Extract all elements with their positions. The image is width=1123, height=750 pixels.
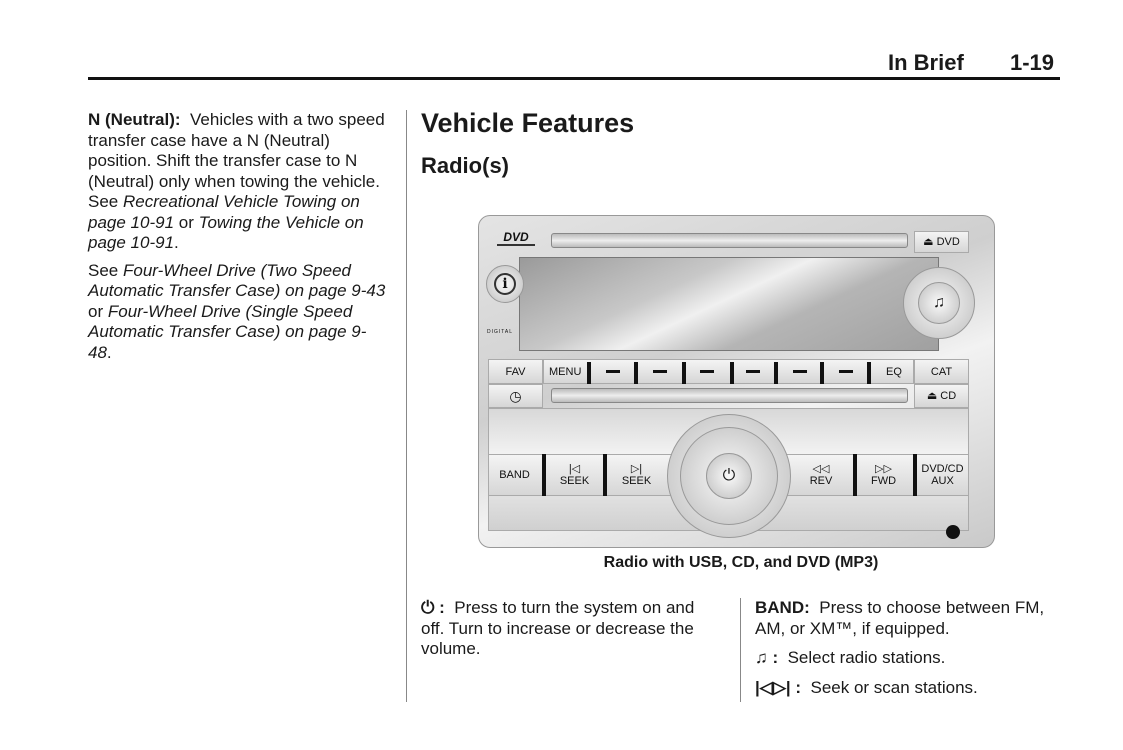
power-icon: ⏻ bbox=[706, 453, 752, 499]
seek-back-label: SEEK bbox=[559, 475, 590, 487]
rev-label: REV bbox=[809, 475, 833, 487]
divider bbox=[587, 362, 591, 384]
seek-forward-button[interactable]: ▷|SEEK bbox=[609, 454, 664, 496]
link-4wd-single-speed[interactable]: Four-Wheel Drive (Single Speed Automatic… bbox=[88, 301, 367, 362]
eject-dvd-button[interactable]: ⏏ DVD bbox=[914, 231, 969, 253]
divider bbox=[682, 362, 686, 384]
eject-icon: ⏏ bbox=[926, 390, 941, 402]
fav-button[interactable]: FAV bbox=[488, 359, 543, 384]
preset-2-button[interactable] bbox=[653, 370, 667, 373]
divider bbox=[603, 454, 607, 496]
link-towing-vehicle[interactable]: Towing the Vehicle on page 10-91 bbox=[88, 212, 364, 253]
neutral-text: Vehicles with a two speed transfer case … bbox=[88, 110, 385, 211]
divider bbox=[867, 362, 871, 384]
preset-5-button[interactable] bbox=[793, 370, 807, 373]
seek-back-icon: |◁ bbox=[568, 463, 581, 475]
dolby-logo: DIGITAL bbox=[486, 329, 514, 335]
cat-button[interactable]: CAT bbox=[914, 359, 969, 384]
divider bbox=[820, 362, 824, 384]
neutral-label: N (Neutral): bbox=[88, 110, 181, 129]
eject-dvd-label: DVD bbox=[936, 236, 960, 248]
eject-icon: ⏏ bbox=[923, 236, 937, 248]
column-divider bbox=[406, 110, 407, 702]
preset-3-button[interactable] bbox=[700, 370, 714, 373]
link-rv-towing[interactable]: Recreational Vehicle Towing on page 10-9… bbox=[88, 192, 360, 232]
seek-desc-text: Seek or scan stations. bbox=[810, 677, 978, 697]
clock-icon: ◷ bbox=[509, 388, 522, 404]
menu-button[interactable]: MENU bbox=[549, 365, 582, 378]
info-icon: i bbox=[494, 273, 516, 295]
tune-knob[interactable]: ♫ bbox=[903, 267, 975, 339]
left-column: N (Neutral): Vehicles with a two speed t… bbox=[88, 110, 386, 362]
divider bbox=[730, 362, 734, 384]
power-description: ⏻ : Press to turn the system on and off.… bbox=[421, 598, 721, 667]
page-number: 1-19 bbox=[1010, 50, 1055, 75]
seek-forward-icon: ▷| bbox=[630, 463, 643, 475]
or-text: or bbox=[178, 212, 194, 232]
clock-button[interactable]: ◷ bbox=[488, 384, 543, 408]
band-label: BAND: bbox=[755, 598, 810, 617]
fwd-button[interactable]: ▷▷FWD bbox=[856, 454, 911, 496]
knob-ring: ⏻ bbox=[680, 427, 778, 525]
seek-back-button[interactable]: |◁SEEK bbox=[548, 454, 601, 496]
aux-label: AUX bbox=[931, 475, 954, 487]
preset-6-button[interactable] bbox=[839, 370, 853, 373]
eject-cd-button[interactable]: ⏏ CD bbox=[914, 384, 969, 408]
section-title: In Brief bbox=[888, 50, 964, 75]
radio-illustration: DVD ⏏ DVD i DIGITAL ♫ FAV MENU EQ CAT ◷ … bbox=[478, 215, 995, 548]
fast-forward-icon: ▷▷ bbox=[875, 463, 892, 475]
figure-caption: Radio with USB, CD, and DVD (MP3) bbox=[603, 554, 879, 571]
fwd-label: FWD bbox=[870, 475, 897, 487]
controls-description: BAND: Press to choose between FM, AM, or… bbox=[755, 598, 1055, 705]
seek-icon: |◁▷| : bbox=[755, 677, 802, 697]
header-rule bbox=[88, 77, 1060, 80]
info-button[interactable]: i bbox=[486, 265, 524, 303]
eject-cd-label: CD bbox=[940, 390, 957, 402]
preset-bar: MENU bbox=[543, 359, 914, 384]
aux-jack bbox=[946, 525, 960, 539]
tune-desc-text: Select radio stations. bbox=[787, 648, 946, 667]
divider bbox=[853, 454, 857, 496]
link-4wd-two-speed[interactable]: Four-Wheel Drive (Two Speed Automatic Tr… bbox=[88, 260, 386, 301]
power-desc-text: Press to turn the system on and off. Tur… bbox=[421, 598, 695, 658]
band-button[interactable]: BAND bbox=[499, 469, 530, 481]
divider bbox=[542, 454, 546, 496]
divider bbox=[774, 362, 778, 384]
power-icon: ⏻ : bbox=[421, 598, 445, 617]
or-text: or bbox=[88, 301, 104, 321]
heading-radios: Radio(s) bbox=[421, 153, 509, 178]
dvdcd-label: DVD/CD bbox=[921, 463, 964, 475]
band-desc-text: Press to choose between FM, AM, or XM™, … bbox=[755, 598, 1045, 638]
divider bbox=[913, 454, 917, 496]
dvd-logo: DVD bbox=[497, 230, 535, 246]
rewind-icon: ◁◁ bbox=[812, 463, 830, 475]
see-text: See bbox=[88, 260, 119, 280]
dvd-slot bbox=[551, 233, 908, 248]
display-screen bbox=[519, 257, 939, 351]
preset-4-button[interactable] bbox=[746, 370, 760, 373]
divider bbox=[634, 362, 638, 384]
preset-1-button[interactable] bbox=[606, 370, 620, 373]
seek-forward-label: SEEK bbox=[621, 475, 652, 487]
cd-slot bbox=[551, 388, 908, 403]
power-volume-knob[interactable]: ⏻ bbox=[667, 414, 791, 538]
heading-vehicle-features: Vehicle Features bbox=[421, 108, 635, 138]
music-note-icon: ♫ bbox=[918, 282, 960, 324]
eq-button[interactable]: EQ bbox=[886, 365, 902, 378]
rev-button[interactable]: ◁◁REV bbox=[793, 454, 849, 496]
music-note-icon: ♫ : bbox=[755, 648, 779, 667]
column-divider bbox=[740, 598, 741, 702]
